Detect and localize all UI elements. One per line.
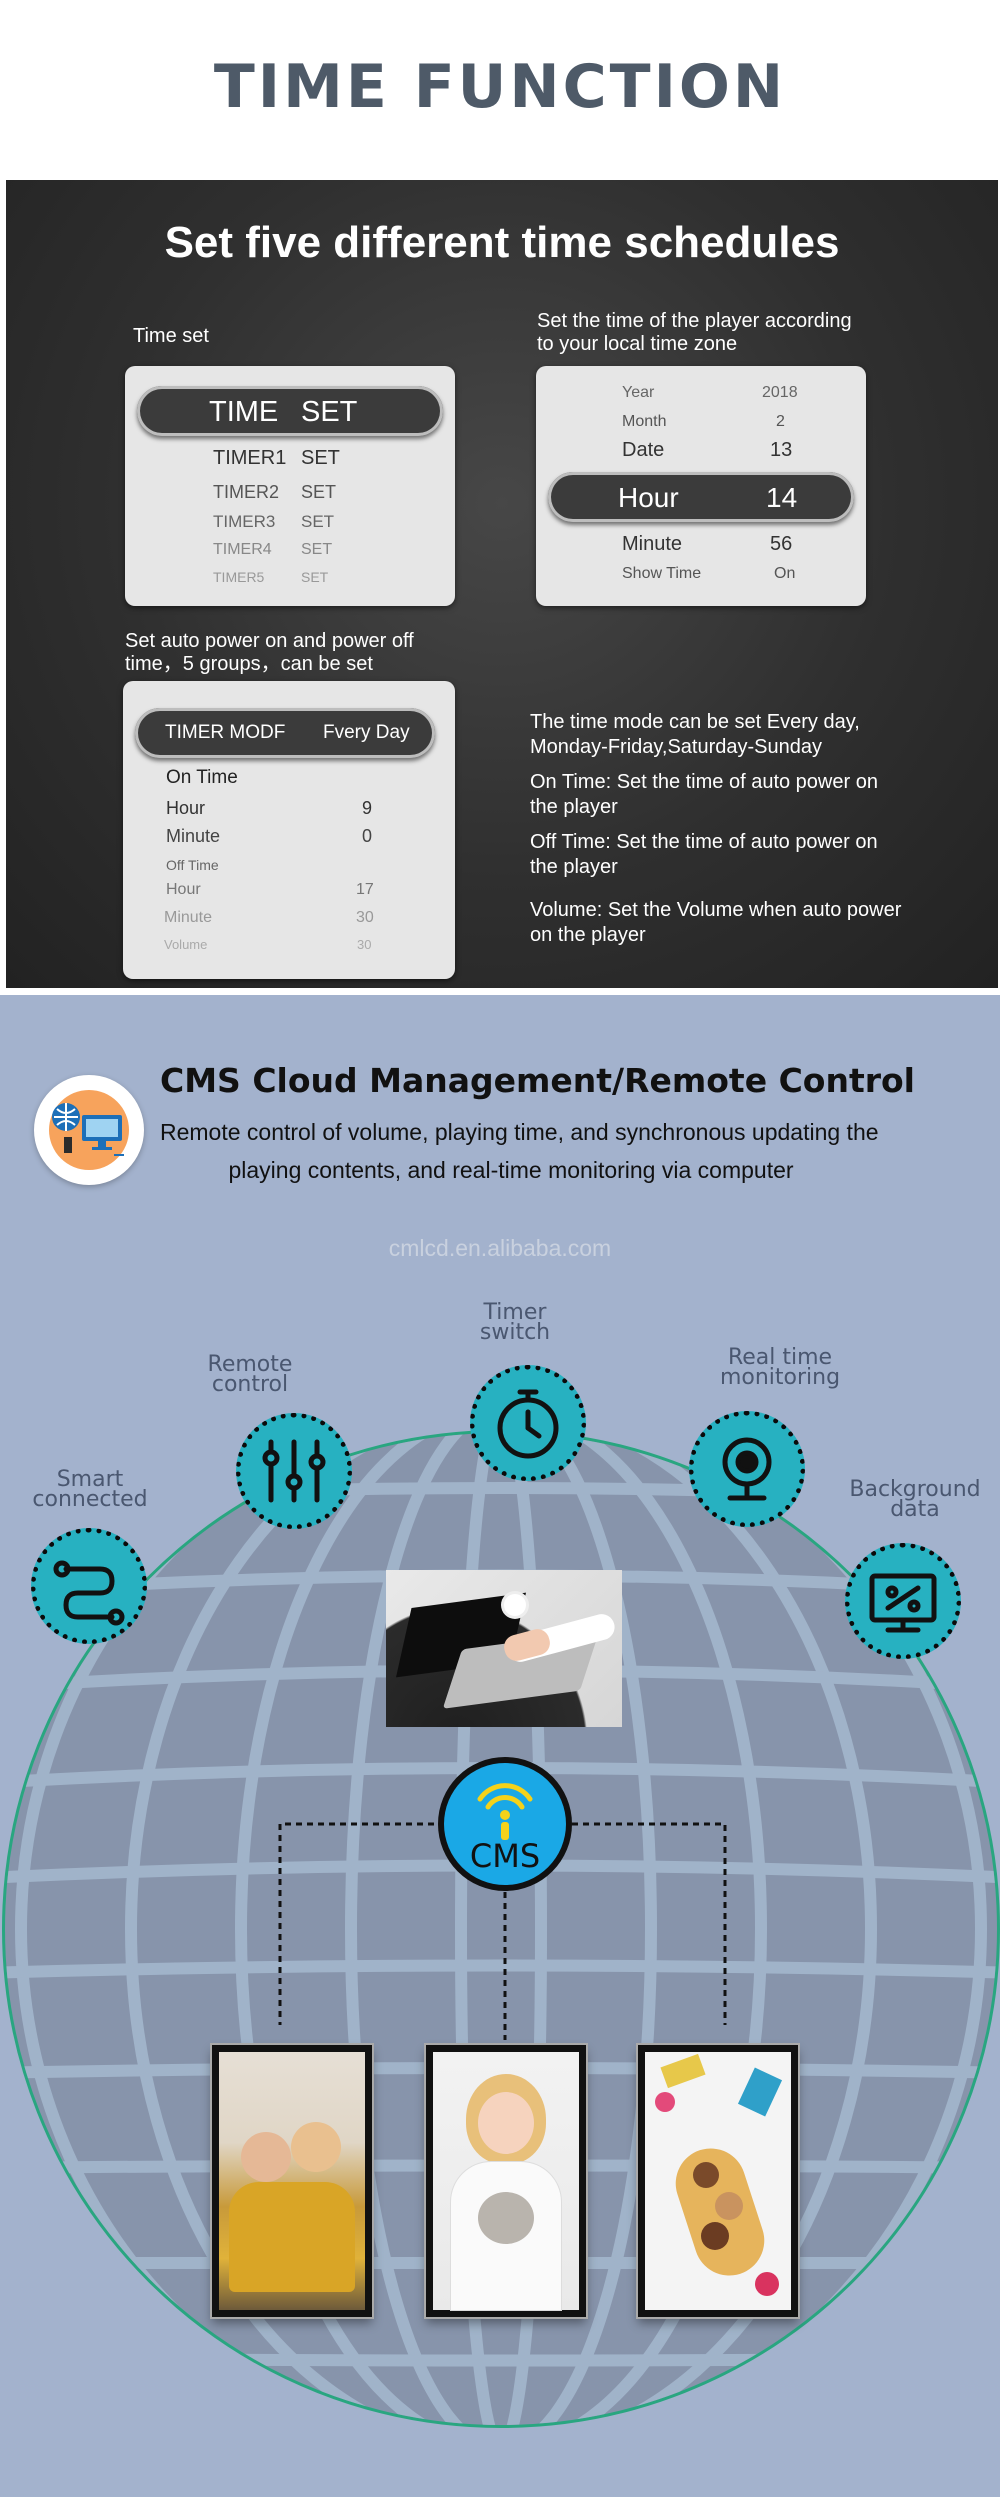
description-volume: Volume: Set the Volume when auto power o… [530,899,902,946]
cms-subtitle-line2: playing contents, and real-time monitori… [228,1157,794,1183]
cms-subtitle-line1: Remote control of volume, playing time, … [160,1119,879,1145]
node-label-background-data: Background data [849,1477,981,1522]
stopwatch-icon [497,1389,559,1459]
cloud-computer-icon [49,1090,129,1170]
description-mode: The time mode can be set Every day, Mond… [530,711,860,758]
node-label-remote-control: Remote control [207,1352,293,1397]
section-title: Set five different time schedules [164,218,840,267]
timer-row: TIMER3 [213,512,276,531]
timer-row: TIMER1 [213,447,287,469]
screen-photo-girl [433,2052,579,2310]
timer-caption: Time set [133,325,209,347]
coffee-cup [504,1594,526,1616]
mode-header-pill: TIMER MODF Fvery Day [135,708,435,758]
screen-photo-kids [219,2052,365,2310]
description-on-time: On Time: Set the time of auto power on t… [530,771,878,818]
cms-label: CMS [469,1837,541,1875]
connector-lines [278,1822,727,2040]
signal-icon [477,1783,533,1840]
timer-row: TIMER5 [213,569,265,585]
timer-row: TIMER4 [213,541,272,558]
real-time-monitoring-node[interactable] [689,1411,805,1527]
autopower-caption: Set auto power on and power off time，5 g… [125,630,414,675]
cms-center-badge[interactable]: CMS [438,1757,572,1891]
hour-highlight-pill: Hour 14 [548,472,854,522]
timer-row: TIMER2 [213,482,280,502]
monitor-chart-icon [869,1573,937,1633]
node-label-real-time-monitoring: Real time monitoring [719,1345,841,1390]
clock-panel: Year 2018 Month 2 Date 13 Hour 14 Minute… [536,366,866,606]
sliders-icon [262,1439,326,1503]
power-panel: TIMER MODF Fvery Day On Time Hour 9 Minu… [123,681,455,979]
header: TIME FUNCTION [0,0,1000,180]
timer-header-pill: TIME SET [137,386,443,436]
background-data-node[interactable] [845,1543,961,1659]
node-label-smart-connected: Smart connected [32,1467,148,1512]
remote-control-node[interactable] [236,1413,352,1529]
timer-switch-node[interactable] [470,1365,586,1481]
timer-panel: TIME SET TIMER1 SET TIMER2 SET TIMER3 SE… [125,366,455,606]
screen-photo-icecream [645,2052,791,2310]
description-off-time: Off Time: Set the time of auto power on … [530,831,878,878]
smart-connected-node[interactable] [31,1528,147,1644]
webcam-icon [722,1437,772,1501]
laptop-photo [386,1570,622,1727]
display-screen-1 [212,2045,372,2317]
cms-section: CMS Cloud Management/Remote Control Remo… [0,995,1000,2497]
cms-title: CMS Cloud Management/Remote Control [160,1061,915,1100]
page-title: TIME FUNCTION [213,52,787,122]
display-screen-2 [426,2045,586,2317]
cms-logo [34,1075,144,1185]
time-function-section: Set five different time schedules Time s… [6,180,998,988]
display-screen-3 [638,2045,798,2317]
timezone-caption: Set the time of the player according to … [537,310,852,355]
node-label-timer-switch: Timer switch [479,1300,551,1345]
smart-connected-icon [53,1560,125,1626]
watermark: cmlcd.en.alibaba.com [388,1235,612,1261]
